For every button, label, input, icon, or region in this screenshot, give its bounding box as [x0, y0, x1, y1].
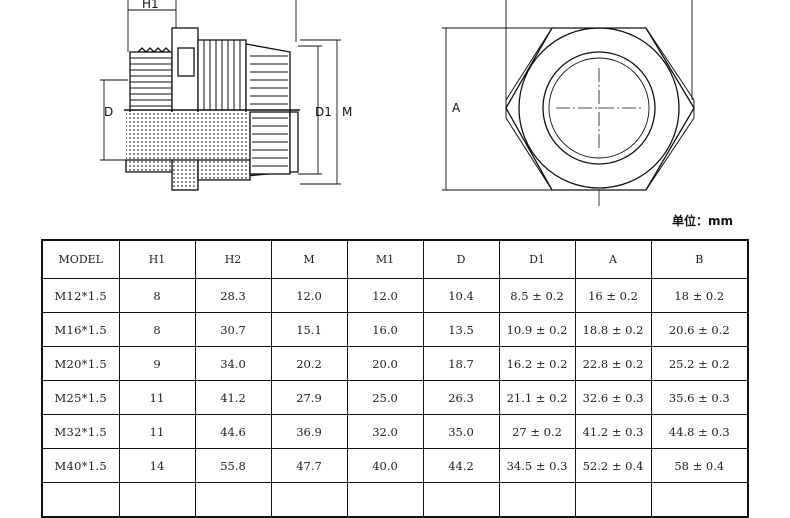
table-cell: 8.5 ± 0.2 [498, 278, 576, 313]
header-b: B [650, 239, 749, 279]
table-cell: 32.0 [346, 414, 424, 449]
m-label: M [342, 105, 352, 119]
table-cell: 11 [118, 380, 196, 415]
a-label: A [452, 101, 461, 115]
table-cell: 16.0 [346, 312, 424, 347]
table-cell: 15.1 [270, 312, 348, 347]
table-cell: 20.6 ± 0.2 [650, 312, 749, 347]
table-cell: M25*1.5 [41, 380, 120, 415]
table-cell: 18.7 [422, 346, 500, 381]
table-cell: M32*1.5 [41, 414, 120, 449]
table-cell: 14 [118, 448, 196, 483]
table-cell: 26.3 [422, 380, 500, 415]
table-cell: 32.6 ± 0.3 [574, 380, 652, 415]
table-cell: 25.0 [346, 380, 424, 415]
table-cell: 44.6 [194, 414, 272, 449]
h1-label: H1 [142, 0, 159, 11]
d1-label: D1 [315, 105, 332, 119]
table-cell: 16.2 ± 0.2 [498, 346, 576, 381]
table-cell: M20*1.5 [41, 346, 120, 381]
front-view-dimensions [442, 0, 693, 191]
table-cell: 41.2 ± 0.3 [574, 414, 652, 449]
table-cell: 52.2 ± 0.4 [574, 448, 652, 483]
header-d: D [422, 239, 500, 279]
table-cell: 27.9 [270, 380, 348, 415]
table-cell: 28.3 [194, 278, 272, 313]
table-cell: 8 [118, 278, 196, 313]
table-cell: 47.7 [270, 448, 348, 483]
header-m1: M1 [346, 239, 424, 279]
table-cell: M16*1.5 [41, 312, 120, 347]
table-cell: M12*1.5 [41, 278, 120, 313]
header-a: A [574, 239, 652, 279]
header-h2: H2 [194, 239, 272, 279]
unit-label: 单位：mm [672, 214, 734, 228]
table-cell: 41.2 [194, 380, 272, 415]
table-cell: 58 ± 0.4 [650, 448, 749, 483]
table-cell: 25.2 ± 0.2 [650, 346, 749, 381]
front-view-drawing [505, 27, 695, 206]
table-cell: 44.2 [422, 448, 500, 483]
table-cell: 8 [118, 312, 196, 347]
header-d1: D1 [498, 239, 576, 279]
table-cell: 12.0 [270, 278, 348, 313]
table-cell: 13.5 [422, 312, 500, 347]
table-cell: 11 [118, 414, 196, 449]
table-cell: 12.0 [346, 278, 424, 313]
table-cell: 35.0 [422, 414, 500, 449]
table-cell: 27 ± 0.2 [498, 414, 576, 449]
table-cell: 20.2 [270, 346, 348, 381]
table-cell: 44.8 ± 0.3 [650, 414, 749, 449]
table-cell: 21.1 ± 0.2 [498, 380, 576, 415]
table-cell: 34.5 ± 0.3 [498, 448, 576, 483]
table-cell: 30.7 [194, 312, 272, 347]
table-cell: 34.0 [194, 346, 272, 381]
table-cell: 20.0 [346, 346, 424, 381]
table-cell: 18 ± 0.2 [650, 278, 749, 313]
side-view-dimensions [100, 0, 341, 185]
technical-drawings: H1 D D1 M A [100, 0, 695, 206]
table-cell: 18.8 ± 0.2 [574, 312, 652, 347]
table-cell: 22.8 ± 0.2 [574, 346, 652, 381]
header-model: MODEL [41, 239, 120, 279]
table-cell: 36.9 [270, 414, 348, 449]
side-view-drawing [124, 27, 300, 191]
table-cell: 55.8 [194, 448, 272, 483]
table-cell: 35.6 ± 0.3 [650, 380, 749, 415]
table-cell: 16 ± 0.2 [574, 278, 652, 313]
table-cell: 10.9 ± 0.2 [498, 312, 576, 347]
table-cell: 9 [118, 346, 196, 381]
header-h1: H1 [118, 239, 196, 279]
table-cell: 40.0 [346, 448, 424, 483]
table-cell: 10.4 [422, 278, 500, 313]
d-label: D [104, 105, 113, 119]
header-m: M [270, 239, 348, 279]
table-cell: M40*1.5 [41, 448, 120, 483]
table-header-row: MODEL H1 H2 M M1 D D1 A B [41, 239, 749, 279]
